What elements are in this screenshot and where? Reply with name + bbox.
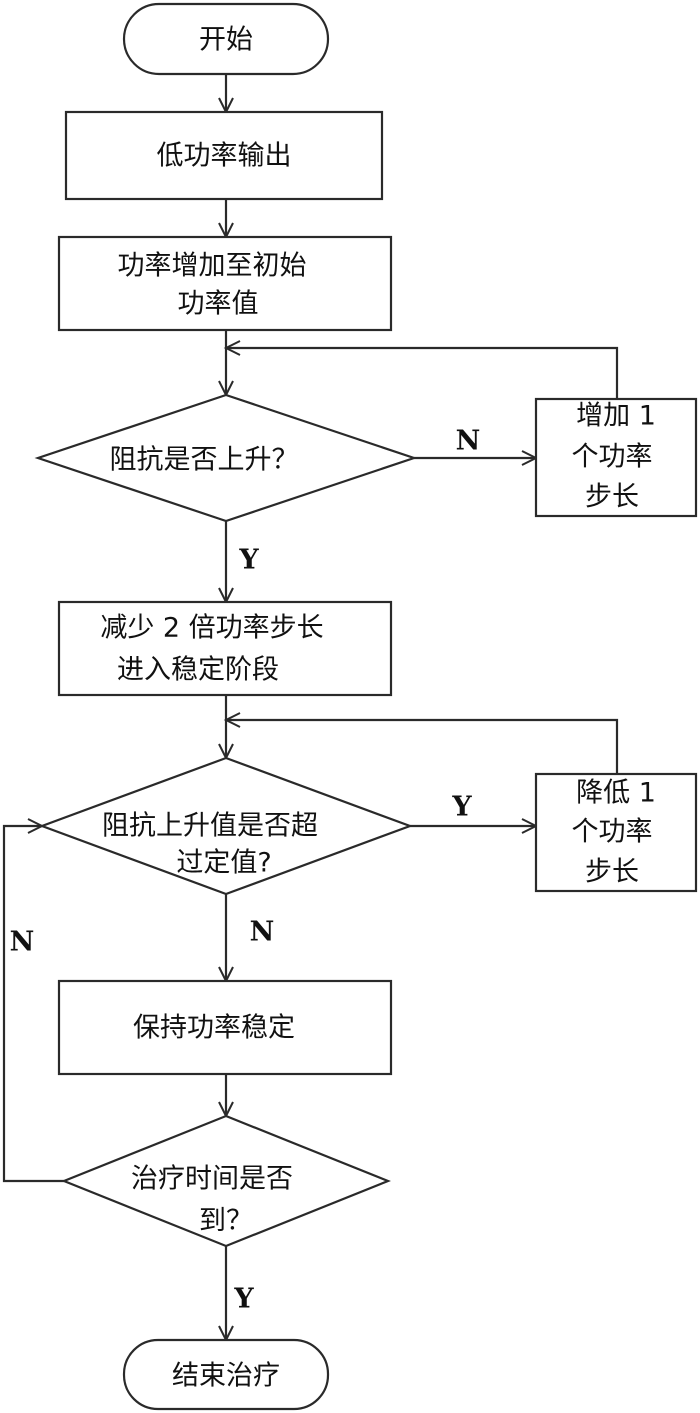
increase-initial-power-box [57,235,393,332]
reduce-power-step-box [57,600,393,697]
increase-label-line1: 功率增加至初始 [118,251,307,282]
step-down-box [534,772,698,893]
low-power-box [64,110,384,201]
arrowhead [223,340,241,356]
arrowhead [223,712,241,728]
hold-label: 保持功率稳定 [133,1013,295,1044]
decision2-no-label: N [250,917,275,948]
decision3-label-line2: 到？ [199,1206,253,1237]
step-down-label-line2: 个功率 [572,817,653,848]
step-down-label-line1: 降低 1 [576,778,656,809]
decision2-label-line2: 过定值? [176,848,271,879]
arrowhead [27,818,45,834]
step-up-label-line3: 步长 [585,482,639,513]
reduce-label-line2: 进入稳定阶段 [117,655,279,686]
loop-decision3-no-to-decision2 [2,824,64,1183]
end-terminator [122,1338,330,1411]
step-down-label-line3: 步长 [585,857,639,888]
low-power-label: 低功率输出 [157,141,292,172]
step-up-label-line1: 增加 1 [576,401,656,432]
end-label: 结束治疗 [172,1361,280,1392]
step-up-label-line2: 个功率 [572,442,653,473]
decision1-yes-label: Y [238,545,259,576]
decision2-label-line1: 阻抗上升值是否超 [102,811,318,842]
decision1-no-label: N [456,426,481,457]
reduce-label-line1: 减少 2 倍功率步长 [100,613,323,644]
increase-label-line2: 功率值 [178,289,259,320]
hold-power-box [57,979,393,1076]
loop-step-down-to-decision2 [226,718,619,774]
decision3-yes-label: Y [233,1284,254,1315]
decision1-label: 阻抗是否上升？ [110,445,299,476]
step-up-box [534,397,698,518]
decision3-no-label: N [10,927,35,958]
decision3-label-line1: 治疗时间是否 [131,1164,293,1195]
start-label: 开始 [199,25,253,56]
decision2-yes-label: Y [451,792,472,823]
loop-step-up-to-decision1 [226,346,619,399]
